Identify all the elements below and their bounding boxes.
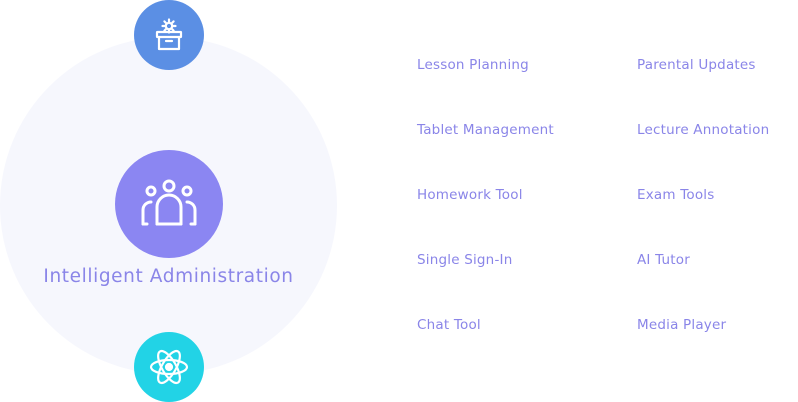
feature-parental-updates[interactable]: Parental Updates	[637, 57, 756, 73]
bottom-module-badge[interactable]	[134, 332, 204, 402]
atom-icon	[147, 345, 191, 389]
top-module-badge[interactable]	[134, 0, 204, 70]
center-hub-badge[interactable]	[115, 150, 223, 258]
people-group-icon	[137, 177, 201, 231]
feature-lesson-planning[interactable]: Lesson Planning	[417, 57, 529, 73]
feature-single-sign-in[interactable]: Single Sign-In	[417, 252, 513, 268]
gear-box-icon	[149, 15, 189, 55]
hub-title: Intelligent Administration	[43, 266, 294, 287]
feature-lecture-annotation[interactable]: Lecture Annotation	[637, 122, 770, 138]
feature-tablet-management[interactable]: Tablet Management	[417, 122, 554, 138]
feature-exam-tools[interactable]: Exam Tools	[637, 187, 715, 203]
feature-list: Lesson Planning Parental Updates Tablet …	[417, 55, 787, 380]
feature-media-player[interactable]: Media Player	[637, 317, 727, 333]
feature-ai-tutor[interactable]: AI Tutor	[637, 252, 690, 268]
feature-chat-tool[interactable]: Chat Tool	[417, 317, 481, 333]
feature-homework-tool[interactable]: Homework Tool	[417, 187, 523, 203]
